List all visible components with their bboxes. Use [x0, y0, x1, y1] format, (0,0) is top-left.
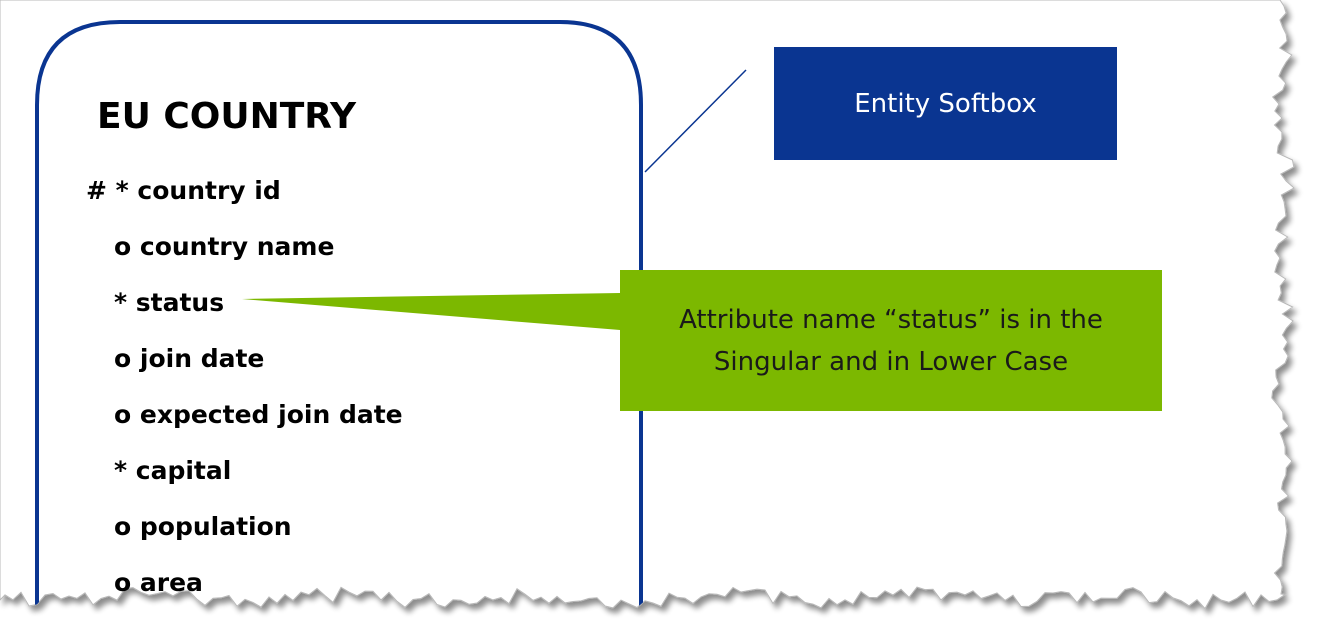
attribute-population: o population — [114, 512, 292, 541]
attribute-callout-pointer — [242, 293, 620, 330]
entity-softbox-label-text: Entity Softbox — [854, 88, 1037, 119]
attribute-join-date: o join date — [114, 344, 265, 373]
entity-softbox-border — [35, 20, 643, 609]
entity-title: EU COUNTRY — [97, 96, 357, 137]
attribute-naming-callout: Attribute name “status” is in the Singul… — [620, 270, 1162, 411]
attribute-capital: * capital — [114, 456, 232, 485]
attribute-status: * status — [114, 288, 225, 317]
entity-callout-connector — [644, 69, 747, 173]
attribute-callout-line-2: Singular and in Lower Case — [713, 346, 1069, 377]
entity-softbox-label: Entity Softbox — [774, 47, 1117, 160]
attribute-expected-join-date: o expected join date — [114, 400, 403, 429]
attribute-area: o area — [114, 568, 203, 597]
attribute-country-name: o country name — [114, 232, 335, 261]
attribute-country-id: # * country id — [86, 176, 281, 205]
attribute-callout-line-1: Attribute name “status” is in the — [679, 304, 1103, 335]
